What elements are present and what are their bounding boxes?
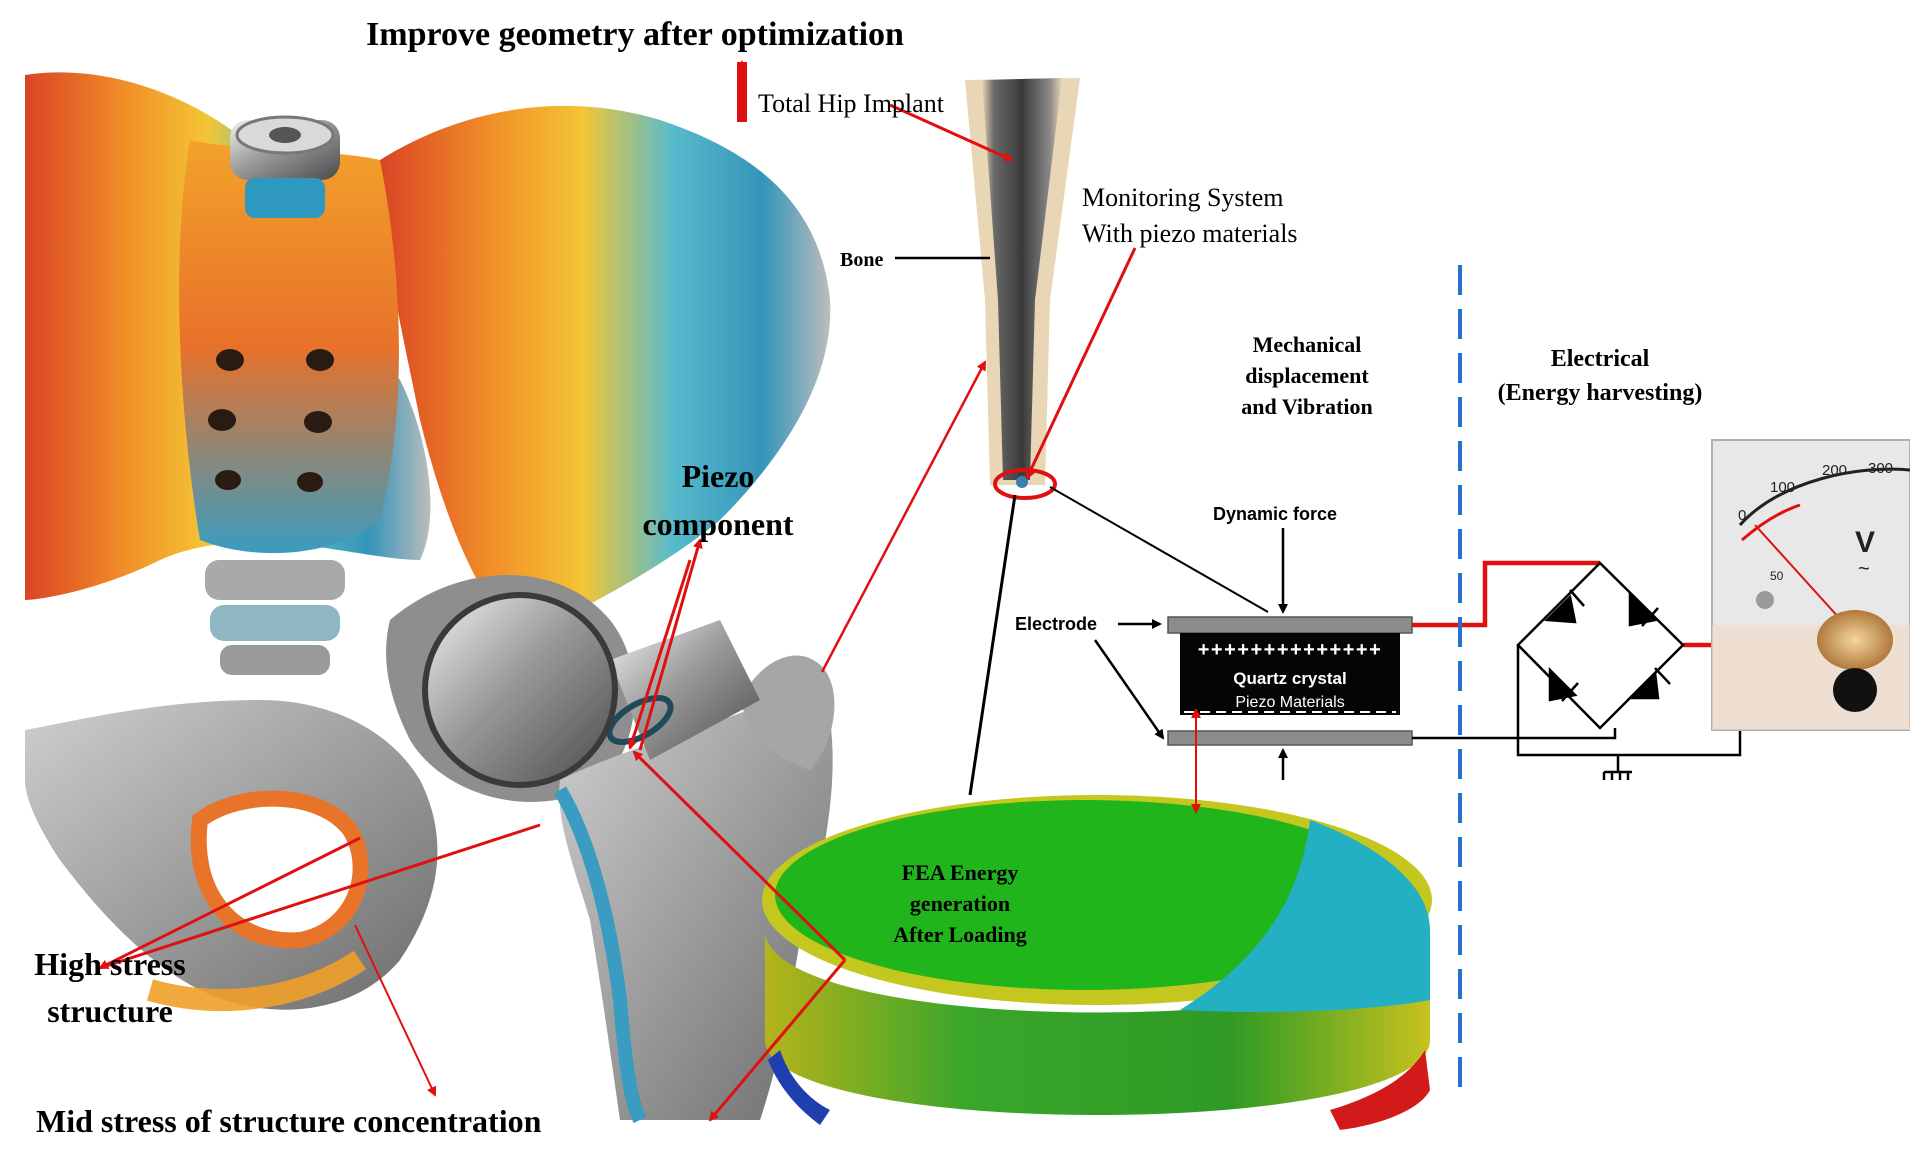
black-wire-left — [1516, 645, 1742, 757]
total-hip-leader — [889, 103, 1014, 162]
label-total-hip-implant: Total Hip Implant — [758, 89, 945, 118]
greater-trochanter — [740, 655, 835, 770]
piezo-sensor-dot — [1016, 476, 1028, 488]
sensor-to-piezo-line — [1049, 486, 1269, 613]
label-bone: Bone — [840, 249, 883, 271]
labels: Improve geometry after optimization Tota… — [34, 16, 1702, 1139]
implant-stem-graphic — [965, 78, 1080, 500]
fea-disk — [762, 795, 1432, 1130]
title-improve-geometry: Improve geometry after optimization — [366, 16, 904, 53]
label-electrode: Electrode — [1015, 614, 1097, 634]
pelvis-sacrum — [179, 140, 399, 554]
obturator-foramen — [190, 790, 369, 949]
lower-vertebrae — [205, 560, 345, 675]
fea-disk-top-green — [775, 800, 1395, 990]
diode-1 — [1544, 589, 1585, 624]
label-dynamic-force: Dynamic force — [1213, 504, 1337, 524]
black-wire-bottom — [1412, 728, 1617, 740]
monitoring-leader — [1025, 247, 1137, 480]
sacral-foramina — [208, 349, 334, 492]
scale-tick-50: 50 — [1770, 569, 1784, 583]
fea-to-implant-arrow — [632, 750, 847, 962]
diode-4 — [1626, 667, 1671, 700]
voltmeter: 0 100 200 300 50 V ~ — [1711, 439, 1910, 731]
piezo-component-arrow-up — [638, 538, 703, 751]
voltmeter-scale-arc — [1738, 467, 1910, 526]
voltmeter-needle — [1754, 524, 1851, 631]
label-mechanical-line3: and Vibration — [1241, 394, 1372, 419]
vertebra-cap — [230, 115, 340, 218]
quartz-crystal-body — [1180, 633, 1400, 715]
fea-to-bottom-arrow — [708, 959, 847, 1122]
positive-charges: ++++++++++++++ — [1198, 639, 1383, 661]
scale-tick-0: 0 — [1738, 507, 1746, 524]
label-fea-line2: generation — [910, 891, 1010, 916]
pelvis-lower-stress-band — [146, 950, 367, 1011]
voltmeter-knob — [1833, 668, 1877, 712]
ground-stub — [1602, 755, 1632, 780]
label-electrical-line1: Electrical — [1551, 346, 1650, 372]
fea-disk-side — [765, 930, 1430, 1115]
femur-to-stem-arrow — [820, 360, 987, 673]
label-piezo-line2: component — [642, 506, 793, 542]
piezo-component-arrow-down — [627, 559, 692, 750]
voltmeter-unit: V — [1855, 526, 1875, 559]
label-mechanical-line2: displacement — [1245, 363, 1369, 388]
bridge-diamond — [1516, 561, 1685, 730]
voltmeter-ac-symbol: ~ — [1858, 558, 1870, 580]
electrode-bottom-arrow — [1093, 639, 1165, 740]
bottom-electrode — [1167, 730, 1413, 746]
femur-stress-streak — [553, 786, 647, 1124]
hip-implant-stem — [982, 78, 1062, 480]
label-high-stress-line1: High stress — [34, 946, 185, 982]
label-monitoring-line1: Monitoring System — [1082, 183, 1284, 212]
label-monitoring-line2: With piezo materials — [1082, 219, 1298, 248]
pelvis-stress-illustration — [25, 72, 835, 1124]
red-wire-top — [1412, 560, 1600, 628]
rectifier-circuit — [1412, 560, 1742, 780]
voltmeter-pivot — [1756, 591, 1774, 609]
high-stress-arrow-2 — [99, 823, 541, 970]
label-high-stress-line2: structure — [47, 993, 173, 1029]
diode-3 — [1548, 666, 1579, 702]
diode-2 — [1628, 591, 1659, 627]
scale-tick-300: 300 — [1868, 460, 1893, 477]
piezo-materials-label: Piezo Materials — [1235, 694, 1344, 711]
quartz-crystal-label: Quartz crystal — [1233, 669, 1346, 688]
voltmeter-window — [1817, 610, 1893, 670]
scale-tick-100: 100 — [1770, 479, 1795, 496]
sensor-to-disk-line — [968, 494, 1017, 796]
label-mechanical-line1: Mechanical — [1253, 332, 1362, 357]
fea-disk-blue-edge — [768, 1050, 830, 1125]
mid-stress-arrow — [354, 924, 437, 1097]
scale-tick-200: 200 — [1822, 462, 1847, 479]
label-fea-line1: FEA Energy — [902, 860, 1019, 885]
high-stress-arrow-1 — [98, 836, 361, 970]
label-mid-stress: Mid stress of structure concentration — [36, 1103, 542, 1139]
annotation-arrows — [98, 60, 1288, 1122]
top-electrode — [1167, 616, 1413, 634]
label-fea-line3: After Loading — [893, 922, 1026, 947]
fea-disk-cyan-zone — [1180, 820, 1430, 1012]
piezo-stack: ++++++++++++++ Quartz crystal Piezo Mate… — [1167, 616, 1413, 746]
monitoring-sensor-ring — [993, 468, 1057, 500]
label-electrical-line2: (Energy harvesting) — [1498, 380, 1703, 406]
label-piezo-line1: Piezo — [682, 458, 755, 494]
voltmeter-red-arc — [1741, 503, 1801, 542]
pelvis-right-wing — [380, 105, 831, 640]
fea-disk-red-edge — [1330, 1050, 1430, 1130]
